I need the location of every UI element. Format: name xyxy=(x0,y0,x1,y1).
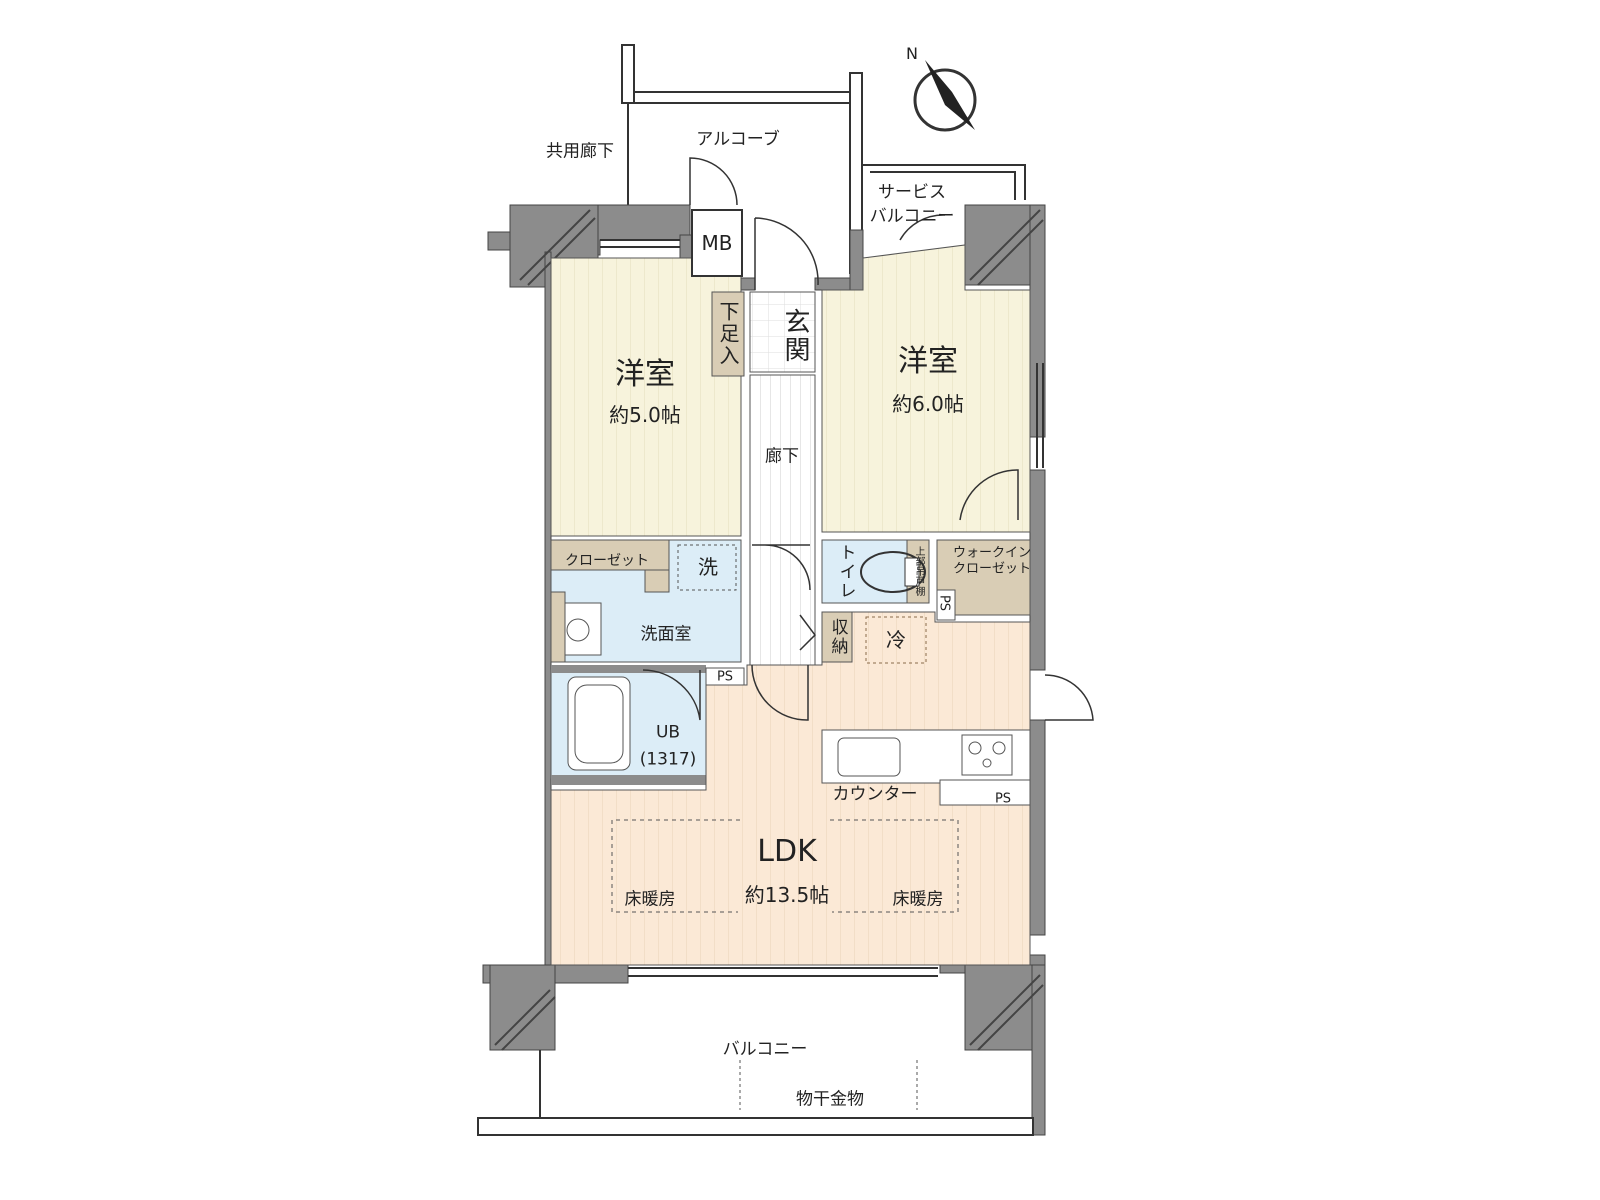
shoe-box-label: 下足入 xyxy=(716,301,740,367)
washroom-label: 洗面室 xyxy=(640,624,692,645)
shoe-box xyxy=(711,291,745,377)
bedroom-left-label: 洋室 xyxy=(615,357,675,392)
service-balcony-label-2: バルコニー xyxy=(869,206,955,227)
sink-icon xyxy=(564,602,602,656)
mb-box xyxy=(691,209,743,277)
walkin-closet-label-1: ウォークイン xyxy=(952,545,1032,561)
bedroom-right-label: 洋室 xyxy=(898,344,958,379)
toilet-icon xyxy=(860,551,926,593)
kitchen-sink-icon xyxy=(837,737,901,777)
floor-heating-left-label: 床暖房 xyxy=(624,889,676,910)
walls xyxy=(482,204,1046,1136)
ldk-size: 約13.5帖 xyxy=(744,883,830,907)
stove-icon xyxy=(961,734,1013,776)
bedroom-right-size: 約6.0帖 xyxy=(892,392,964,416)
washer-label: 洗 xyxy=(698,555,718,579)
walkin-closet-label-2: クローゼット xyxy=(952,561,1032,577)
hallway-floor xyxy=(749,374,816,666)
ps-label-toilet: PS xyxy=(936,594,952,612)
entrance-label: 玄関 xyxy=(780,308,810,364)
ps-label-kitchen: PS xyxy=(994,791,1012,807)
fridge-label: 冷 xyxy=(886,628,906,652)
hallway-label: 廊下 xyxy=(765,446,799,467)
ub-size: (1317) xyxy=(639,749,697,770)
ps-label-ub: PS xyxy=(716,669,734,685)
closet-label: クローゼット xyxy=(565,553,649,569)
counter-label: カウンター xyxy=(832,784,918,805)
bathtub-icon xyxy=(567,676,631,771)
north-label: N xyxy=(906,44,918,63)
alcove-outline xyxy=(621,44,1026,274)
clothes-rack-label: 物干金物 xyxy=(796,1089,864,1110)
floor-heating-right-label: 床暖房 xyxy=(892,889,944,910)
balcony-label: バルコニー xyxy=(722,1039,808,1060)
service-balcony-label-1: サービス xyxy=(878,182,946,203)
entrance-floor xyxy=(749,291,816,373)
mb-label: MB xyxy=(701,231,733,255)
bedroom-left-size: 約5.0帖 xyxy=(609,403,681,427)
compass-icon xyxy=(913,60,977,132)
ldk-label: LDK xyxy=(757,834,817,869)
storage-label: 収納 xyxy=(827,618,848,656)
toilet-label: トイレ xyxy=(835,543,856,601)
common-corridor-label: 共用廊下 xyxy=(546,141,614,162)
alcove-label: アルコーブ xyxy=(696,129,780,150)
bedroom-left-floor xyxy=(550,257,742,537)
balcony-outline xyxy=(477,1050,1034,1136)
ub-label: UB xyxy=(655,722,681,743)
bedroom-right-floor xyxy=(821,244,1031,533)
upper-cabinet-label: 上部吊戸棚 xyxy=(913,546,924,596)
